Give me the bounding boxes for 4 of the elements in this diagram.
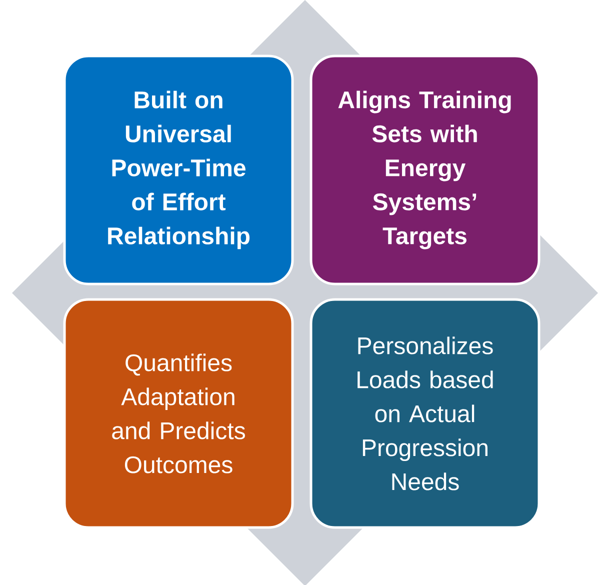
text-box: Built on Universal Power-Time of Effort Relationship [63,54,294,286]
text-box: Quantifies Adaptation and Predicts Outcomes [63,298,294,529]
text-box: Personalizes Loads based on Actual Progression Needs [310,298,540,529]
text-box: Aligns Training Sets with Energy Systems’ Targets [310,54,540,286]
